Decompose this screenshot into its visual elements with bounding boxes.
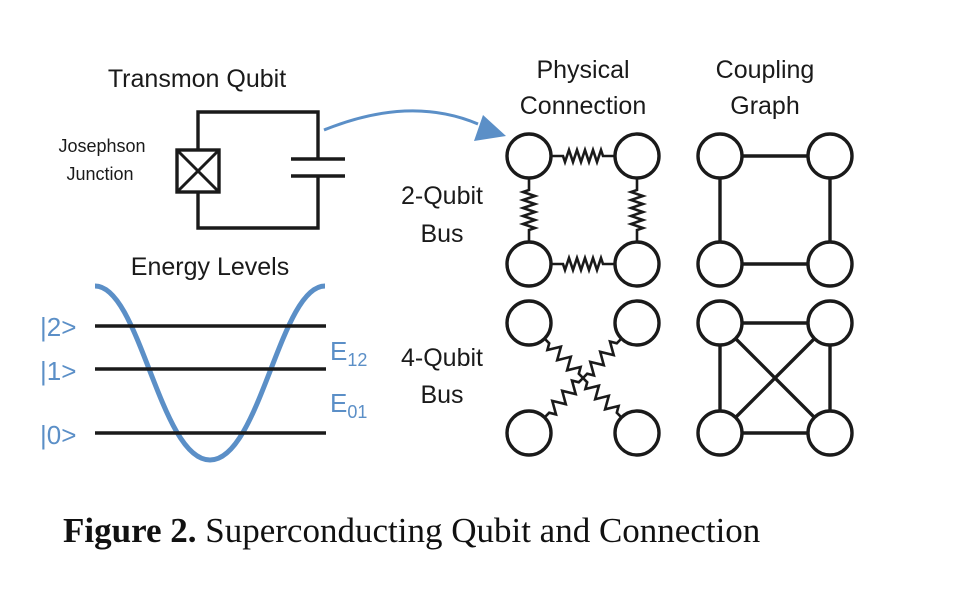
graph-node [696, 240, 744, 288]
qubit-node [505, 132, 553, 180]
arrow-head-icon [474, 115, 506, 141]
coupling-title-line2: Graph [730, 92, 799, 120]
graph-node [806, 132, 854, 180]
level-2-label: |2> [40, 312, 76, 342]
junction-label-line1: Josephson [58, 136, 145, 156]
caption-text: Superconducting Qubit and Connection [197, 511, 761, 550]
e01-label: E01 [330, 388, 367, 422]
coupling-title-line1: Coupling [716, 56, 815, 84]
qubit-node [505, 409, 553, 457]
transmon-circuit: Transmon Qubit Josephson Junction [58, 65, 345, 230]
spring-top [551, 145, 615, 167]
coupling-graph-4-qubit [696, 299, 854, 457]
coupling-graph-2-qubit [696, 132, 854, 288]
qubit-node [613, 299, 661, 347]
spring-diag-tr [582, 338, 622, 379]
junction-cross-b [175, 148, 221, 194]
level-0-label: |0> [40, 420, 76, 450]
spring-diag-tl [544, 338, 584, 379]
graph-node [696, 409, 744, 457]
qubit-node [613, 409, 661, 457]
physical-title-line2: Connection [520, 92, 646, 120]
flow-arrow [323, 109, 506, 141]
graph-node [806, 240, 854, 288]
physical-connection-4-qubit [505, 299, 661, 457]
graph-edge [718, 321, 832, 435]
circuit-top-wire [196, 110, 320, 170]
junction-label-line2: Junction [66, 164, 133, 184]
bus2-label-line2: Bus [420, 220, 463, 248]
qubit-node [613, 132, 661, 180]
graph-node [806, 299, 854, 347]
e12-label: E12 [330, 336, 367, 370]
graph-node [806, 409, 854, 457]
spring-bottom [551, 253, 615, 275]
figure-caption: Figure 2. Superconducting Qubit and Conn… [63, 511, 760, 550]
caption-label: Figure 2. [63, 511, 197, 550]
energy-levels: Energy Levels |2> |1> |0> E12 E01 [40, 253, 367, 463]
graph-node [696, 299, 744, 347]
energy-title: Energy Levels [131, 253, 289, 281]
qubit-node [505, 299, 553, 347]
physical-title-line1: Physical [536, 56, 629, 84]
level-1-label: |1> [40, 356, 76, 386]
qubit-node [505, 240, 553, 288]
bus4-label-line2: Bus [420, 381, 463, 409]
spring-left [518, 178, 540, 242]
circuit-bottom-wire [196, 176, 320, 230]
bus2-label-line1: 2-Qubit [401, 182, 483, 210]
spring-right [626, 178, 648, 242]
spring-diag-bl [544, 377, 584, 418]
transmon-title: Transmon Qubit [108, 65, 286, 93]
arrow-curve [323, 109, 479, 132]
physical-connection-2-qubit [505, 132, 661, 288]
qubit-node [613, 240, 661, 288]
bus4-label-line1: 4-Qubit [401, 344, 483, 372]
graph-node [696, 132, 744, 180]
spring-diag-br [582, 377, 622, 418]
